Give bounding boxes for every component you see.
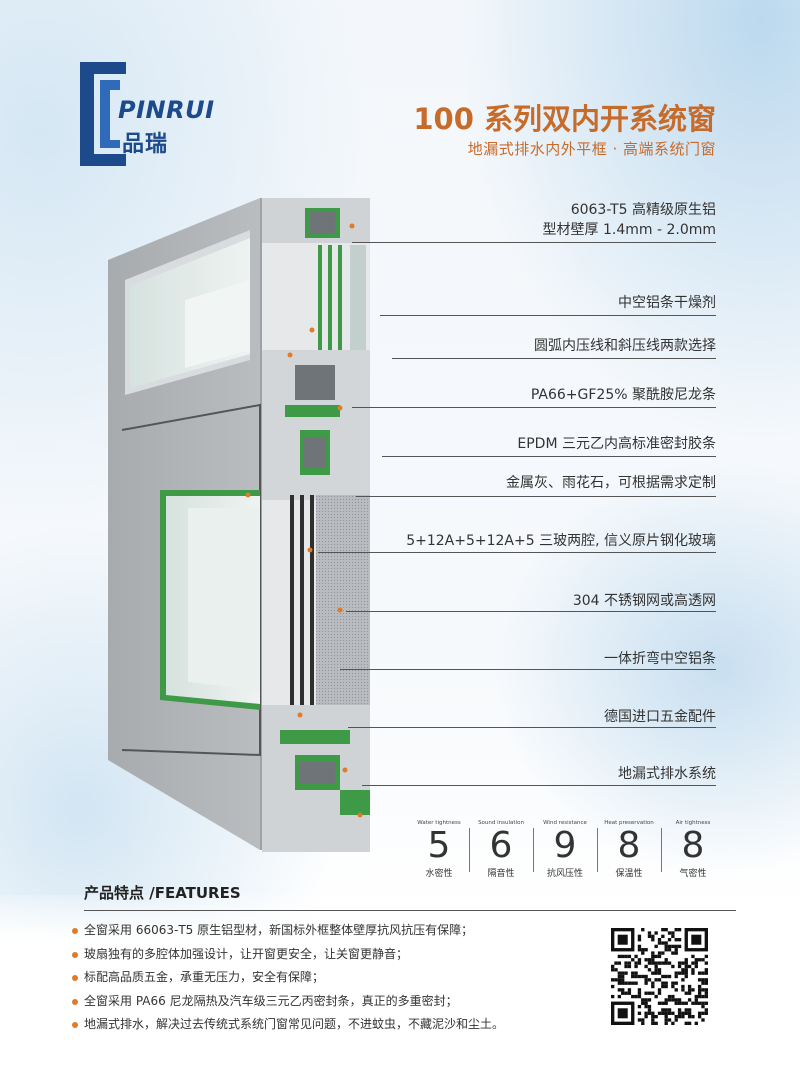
perf-divider — [661, 828, 662, 872]
perf-wind-resistance: Wind resistance 9 抗风压性 — [543, 820, 587, 879]
perf-air-tightness: Air tightness 8 气密性 — [675, 820, 711, 879]
callout-line-spacer — [340, 669, 716, 670]
perf-water-tightness: Water tightness 5 水密性 — [417, 820, 461, 879]
perf-divider — [533, 828, 534, 872]
callout-nylon: PA66+GF25% 聚酰胺尼龙条 — [530, 387, 716, 403]
feature-item: 全窗采用 PA66 尼龙隔热及汽车级三元乙丙密封条，真正的多重密封； — [68, 990, 588, 1014]
callout-line-epdm — [382, 456, 716, 457]
page-subtitle: 地漏式排水内外平框 · 高端系统门窗 — [467, 140, 716, 158]
callout-line-mesh — [346, 611, 716, 612]
callout-desiccant: 中空铝条干燥剂 — [618, 295, 716, 311]
perf-divider — [469, 828, 470, 872]
callout-line-aluminum — [352, 242, 716, 243]
feature-item: 全窗采用 66063-T5 原生铝型材，新国标外框整体壁厚抗风抗压有保障； — [68, 919, 588, 943]
features-divider — [84, 910, 736, 911]
callout-aluminum: 6063-T5 高精级原生铝 型材壁厚 1.4mm - 2.0mm — [542, 202, 716, 238]
feature-item: 标配高品质五金，承重无压力，安全有保障； — [68, 966, 588, 990]
brand-name-en: PINRUI — [118, 96, 215, 124]
callout-spacer: 一体折弯中空铝条 — [604, 651, 716, 667]
callout-line-drainage — [362, 785, 716, 786]
callout-mesh: 304 不锈钢网或高透网 — [572, 593, 716, 609]
feature-item: 地漏式排水，解决过去传统式系统门窗常见问题，不进蚊虫，不藏泥沙和尘土。 — [68, 1013, 588, 1037]
qr-code[interactable] — [611, 928, 708, 1025]
callout-line-glass — [318, 552, 716, 553]
callout-line-color — [356, 496, 716, 497]
callout-line-hardware — [348, 727, 716, 728]
brand-logo: PINRUI 品瑞 — [80, 62, 240, 172]
callout-epdm: EPDM 三元乙内高标准密封胶条 — [517, 436, 716, 452]
perf-sound-insulation: Sound insulation 6 隔音性 — [478, 820, 524, 879]
perf-heat-preservation: Heat preservation 8 保温性 — [604, 820, 654, 879]
perf-divider — [597, 828, 598, 872]
logo-bracket-icon — [80, 62, 126, 166]
feature-item: 玻扇独有的多腔体加强设计，让开窗更安全，让关窗更静音； — [68, 943, 588, 967]
callout-line-desiccant — [380, 315, 716, 316]
callout-glass: 5+12A+5+12A+5 三玻两腔, 信义原片钢化玻璃 — [406, 533, 716, 549]
callout-drainage: 地漏式排水系统 — [618, 766, 716, 782]
window-cutaway-illustration — [108, 198, 370, 852]
features-title: 产品特点 /FEATURES — [84, 884, 241, 902]
callout-bead: 圆弧内压线和斜压线两款选择 — [534, 338, 716, 354]
callout-hardware: 德国进口五金配件 — [604, 709, 716, 725]
brand-name-cn: 品瑞 — [122, 132, 169, 157]
page-title: 100 系列双内开系统窗 — [413, 102, 716, 136]
callout-line-bead — [392, 358, 716, 359]
callout-color: 金属灰、雨花石，可根据需求定制 — [506, 475, 716, 491]
callout-line-nylon — [352, 407, 716, 408]
features-list: 全窗采用 66063-T5 原生铝型材，新国标外框整体壁厚抗风抗压有保障； 玻扇… — [68, 919, 588, 1037]
